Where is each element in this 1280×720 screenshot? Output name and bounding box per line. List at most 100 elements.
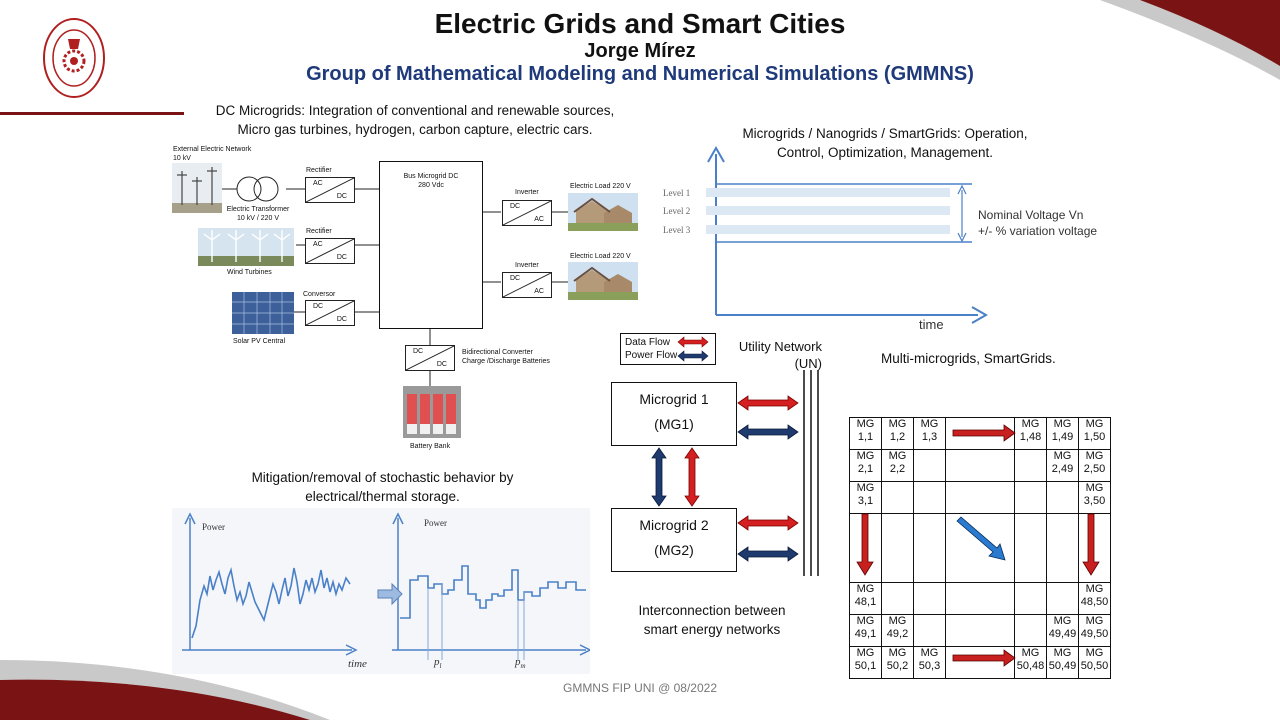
bus-voltage: 280 Vdc xyxy=(418,182,444,189)
wind-turbines-label: Wind Turbines xyxy=(227,269,272,276)
level1-label: Level 1 xyxy=(663,188,691,198)
level2-band xyxy=(706,206,950,215)
level3-label: Level 3 xyxy=(663,225,691,235)
author-name: Jorge Mírez xyxy=(584,40,696,62)
solar-label: Solar PV Central xyxy=(233,338,286,345)
variation-text: +/- % variation voltage xyxy=(978,224,1098,238)
cell-mg-2-49: MG 2,49 xyxy=(1046,449,1079,482)
conversor-label: Conversor xyxy=(303,291,336,298)
matrix-row-3: MG 3,1 MG 3,50 xyxy=(849,481,1111,514)
utility-network-line1: Utility Network xyxy=(738,339,822,354)
bottom-left-swoosh xyxy=(0,660,330,720)
cell-mg-1-1: MG 1,1 xyxy=(849,417,882,450)
university-seal-logo xyxy=(43,18,105,98)
microgrid2-box: Microgrid 2 (MG2) xyxy=(611,508,737,572)
left-down-arrow xyxy=(856,513,874,576)
conversor-dc-in: DC xyxy=(313,303,324,310)
legend-power-flow: Power Flow xyxy=(625,350,678,361)
nominal-voltage-label: Nominal Voltage Vn +/- % variation volta… xyxy=(978,207,1097,239)
cell-mg-50-3: MG 50,3 xyxy=(913,646,946,679)
cell-mg-50-2: MG 50,2 xyxy=(881,646,914,679)
cell-mg-1-50: MG 1,50 xyxy=(1078,417,1111,450)
inverter2-ac: AC xyxy=(534,288,544,295)
transition-arrow xyxy=(377,582,403,606)
external-voltage-text: 10 kV xyxy=(173,155,191,162)
bidirectional-text: Bidirectional Converter xyxy=(462,349,533,356)
range-arrow-up xyxy=(957,184,967,195)
cell-empty xyxy=(1014,582,1047,615)
microgrid2-name: Microgrid 2 xyxy=(639,517,709,533)
inverter2-label: Inverter xyxy=(515,262,539,269)
inverter2-dc: DC xyxy=(510,275,521,282)
bidirectional-dc-in: DC xyxy=(413,348,424,355)
voltage-x-arrowhead xyxy=(971,306,989,324)
right-down-arrow xyxy=(1082,513,1100,576)
cell-mg-3-1: MG 3,1 xyxy=(849,481,882,514)
bottom-right-arrow xyxy=(952,649,1016,667)
charge-text: Charge /Discharge Batteries xyxy=(462,358,550,365)
storage-plots xyxy=(182,512,590,660)
storage-caption: Mitigation/removal of stochastic behavio… xyxy=(200,468,565,506)
cell-mg-48-50: MG 48,50 xyxy=(1078,582,1111,615)
left-x-arrowhead xyxy=(345,644,358,656)
microgrid2-code: (MG2) xyxy=(654,542,694,558)
nominal-voltage-text: Nominal Voltage Vn xyxy=(978,208,1084,222)
cell-empty xyxy=(945,513,1015,583)
rectifier1-converter: AC DC xyxy=(305,177,355,203)
legend-power-arrow xyxy=(677,350,709,362)
conversor-dc-out: DC xyxy=(336,316,347,323)
dc-bus-box: Bus Microgrid DC 280 Vdc xyxy=(379,161,483,329)
right-y-arrowhead xyxy=(392,512,404,525)
mg2-data-arrow xyxy=(737,515,799,531)
top-right-swoosh xyxy=(1100,0,1280,80)
legend-data-flow: Data Flow xyxy=(625,337,671,348)
storage-caption-line1: Mitigation/removal of stochastic behavio… xyxy=(251,470,514,485)
voltage-caption-line2: Control, Optimization, Management. xyxy=(776,145,994,160)
microgrid1-box: Microgrid 1 (MG1) xyxy=(611,382,737,446)
interconnection-caption-line1: Interconnection between xyxy=(638,603,786,618)
bidirectional-converter: DC DC xyxy=(405,345,455,371)
utility-network-line2: (UN) xyxy=(794,356,822,371)
microgrid-caption: DC Microgrids: Integration of convention… xyxy=(180,101,650,139)
diagonal-arrow xyxy=(956,516,1006,561)
microgrid-caption-line2: Micro gas turbines, hydrogen, carbon cap… xyxy=(237,122,593,137)
interconnection-caption-line2: smart energy networks xyxy=(643,622,781,637)
load2-label: Electric Load 220 V xyxy=(570,253,631,260)
voltage-x-label: time xyxy=(919,317,944,332)
voltage-caption: Microgrids / Nanogrids / SmartGrids: Ope… xyxy=(700,124,1070,162)
level1-band xyxy=(706,188,950,197)
voltage-caption-line1: Microgrids / Nanogrids / SmartGrids: Ope… xyxy=(742,126,1028,141)
load1-label: Electric Load 220 V xyxy=(570,183,631,190)
rectifier2-ac: AC xyxy=(313,241,323,248)
cell-empty xyxy=(881,513,914,583)
cell-mg-2-1: MG 2,1 xyxy=(849,449,882,482)
microgrid1-code: (MG1) xyxy=(654,416,694,432)
rectifier2-dc: DC xyxy=(336,254,347,261)
p-l-sub: l xyxy=(439,662,442,671)
cell-mg-1-2: MG 1,2 xyxy=(881,417,914,450)
cell-empty xyxy=(1046,513,1079,583)
mg1-data-arrow xyxy=(737,395,799,411)
storage-caption-line2: electrical/thermal storage. xyxy=(305,489,460,504)
conversor-converter: DC DC xyxy=(305,300,355,326)
right-power-label: Power xyxy=(424,518,447,528)
matrix-arrows xyxy=(856,424,1100,667)
footer-text: GMMNS FIP UNI @ 08/2022 xyxy=(562,681,717,695)
utility-network-label: Utility Network (UN) xyxy=(700,338,822,372)
matrix-row-ellipsis xyxy=(849,513,1111,583)
inverter1-label: Inverter xyxy=(515,189,539,196)
p-l-label: pl xyxy=(434,656,441,670)
cell-mg-1-48: MG 1,48 xyxy=(1014,417,1047,450)
external-network-label: External Electric Network 10 kV xyxy=(173,145,251,163)
p-m-sub: m xyxy=(520,662,526,671)
flow-legend: Data Flow Power Flow xyxy=(620,333,716,365)
microgrid1-name: Microgrid 1 xyxy=(639,391,709,407)
external-network-text: External Electric Network xyxy=(173,146,252,153)
mg1-mg2-data-arrow xyxy=(684,447,700,507)
cell-mg-50-50: MG 50,50 xyxy=(1078,646,1111,679)
transformer-ratio-text: 10 kV / 220 V xyxy=(236,215,280,222)
rectifier1-label: Rectifier xyxy=(306,167,332,174)
p-m-letter: p xyxy=(515,656,521,668)
left-y-arrowhead xyxy=(184,512,196,525)
utility-bus-lines xyxy=(803,370,819,576)
